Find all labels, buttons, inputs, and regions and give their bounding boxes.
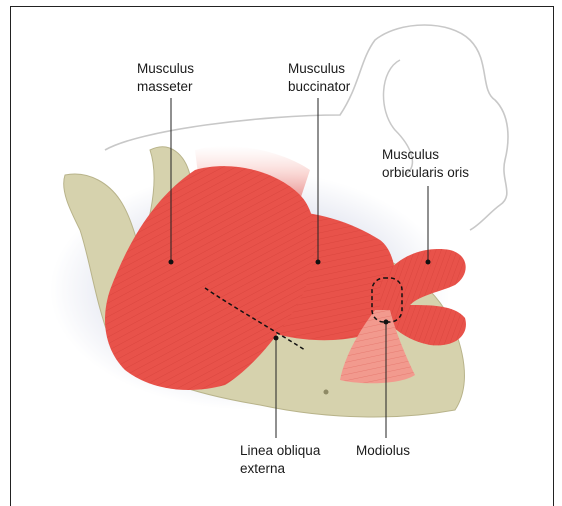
- linea-dot: [274, 336, 279, 341]
- masseter-dot: [169, 260, 174, 265]
- label-linea-obliqua: Linea obliqua externa: [240, 442, 320, 478]
- label-buccinator: Musculus buccinator: [288, 60, 350, 96]
- buccinator-dot: [316, 260, 321, 265]
- label-modiolus: Modiolus: [356, 442, 410, 460]
- mental-foramen: [324, 390, 329, 395]
- label-masseter: Musculus masseter: [137, 60, 194, 96]
- modiolus-dot: [384, 320, 389, 325]
- label-orbicularis-oris: Musculus orbicularis oris: [382, 146, 469, 182]
- orbicularis-dot: [426, 260, 431, 265]
